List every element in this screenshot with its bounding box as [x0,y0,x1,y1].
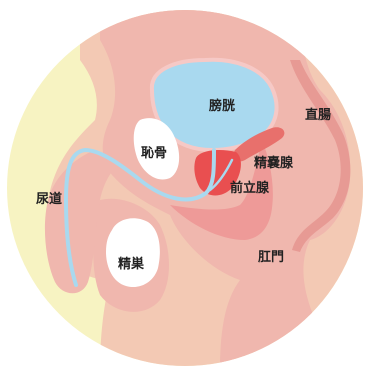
label-anus: 肛門 [258,250,284,265]
label-rectum: 直腸 [305,107,331,123]
label-bladder: 膀胱 [208,98,235,114]
label-urethra: 尿道 [36,191,62,207]
label-seminal-vesicle: 精嚢腺 [254,155,294,171]
testis [106,218,160,287]
label-prostate: 前立腺 [230,180,270,196]
label-testis: 精巣 [118,256,145,272]
label-pubic-bone: 恥骨 [141,146,167,161]
